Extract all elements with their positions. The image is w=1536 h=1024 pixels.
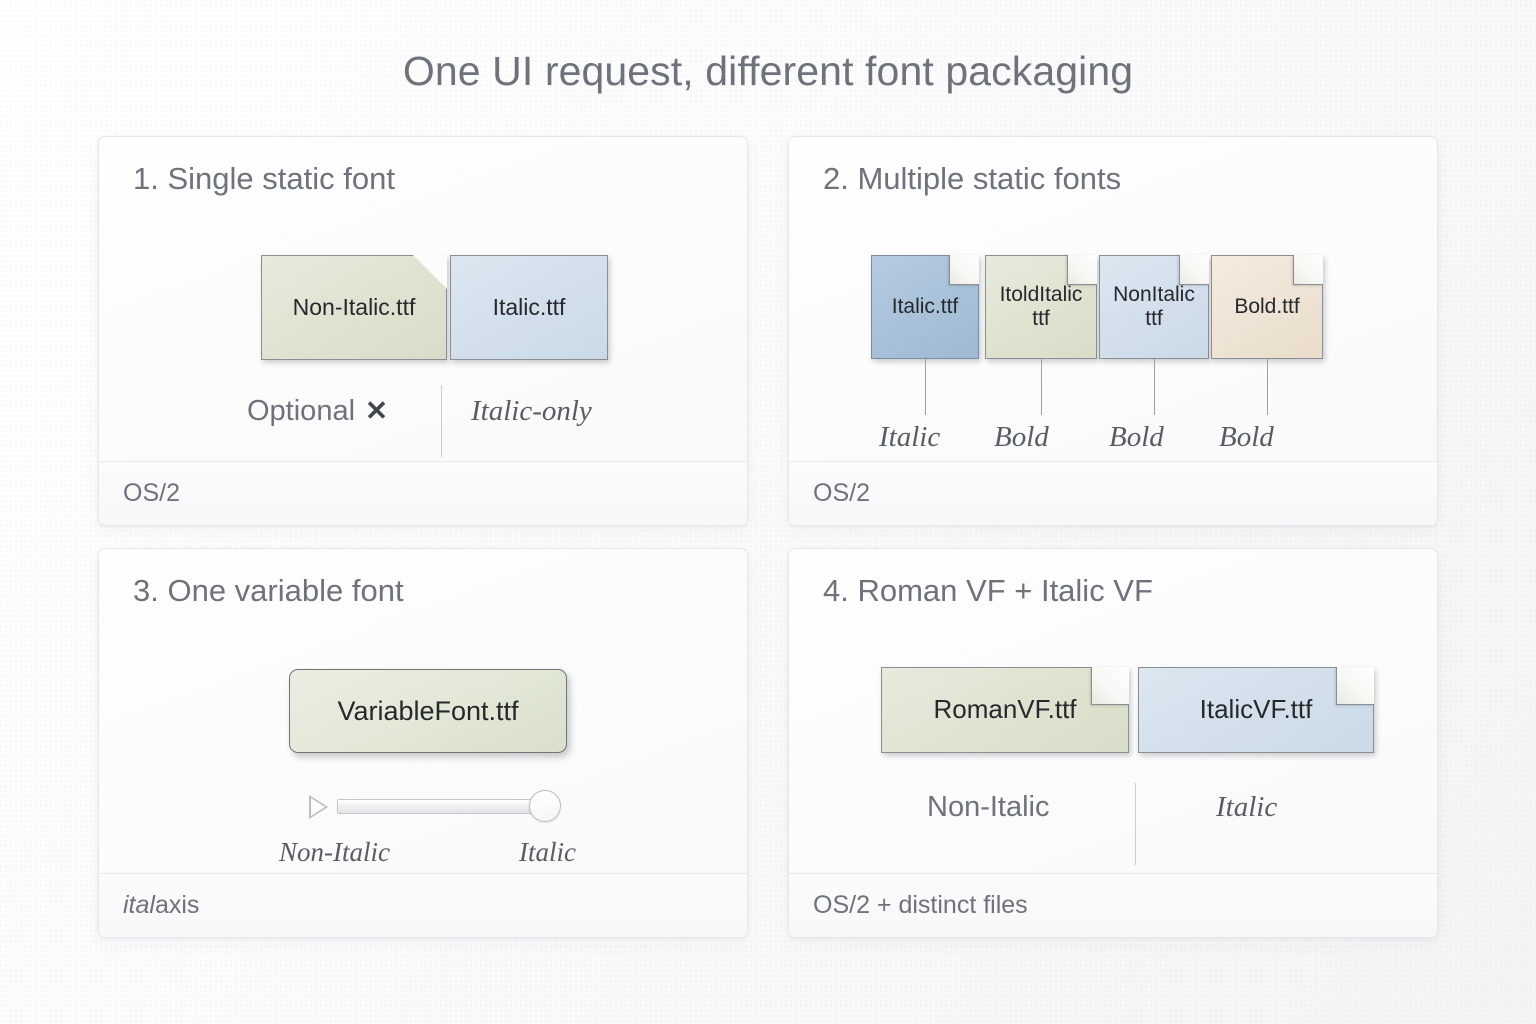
file-card-label: ItalicVF.ttf	[1199, 694, 1313, 725]
file-card-non-italic-ttf[interactable]: Non-Italic.ttf	[261, 255, 447, 360]
connector-label-bold: Bold	[1109, 421, 1164, 453]
page-fold-icon	[1336, 667, 1374, 705]
ital-axis-slider[interactable]	[301, 789, 567, 825]
play-triangle-inner	[311, 798, 325, 816]
file-card-variablefont-ttf[interactable]: VariableFont.ttf	[289, 669, 567, 753]
page-fold-icon	[1091, 667, 1129, 705]
file-card-label: Non-Italic.ttf	[292, 293, 416, 320]
file-card-label: Italic.ttf	[492, 293, 566, 320]
file-card-label: Italic.ttf	[891, 295, 959, 319]
panel-multiple-static-fonts: 2. Multiple static fonts Italic.ttf Ital…	[788, 136, 1438, 526]
connector-label-bold: Bold	[1219, 421, 1274, 453]
caption-divider	[441, 385, 442, 457]
connector-line	[925, 359, 926, 415]
panel-4-footer: OS/2 + distinct files	[789, 873, 1437, 937]
file-card-nonitalic-ttf[interactable]: NonItalic ttf	[1099, 255, 1209, 359]
caption-non-italic: Non-Italic	[927, 791, 1050, 823]
caption-optional: Optional ✕	[247, 395, 388, 428]
panel-1-footer: OS/2	[99, 461, 747, 525]
cross-icon: ✕	[365, 395, 389, 426]
caption-divider	[1135, 783, 1136, 865]
caption-optional-text: Optional	[247, 395, 356, 427]
panel-grid: 1. Single static font Non-Italic.ttf Ita…	[98, 136, 1438, 938]
panel-4-title: 4. Roman VF + Italic VF	[823, 573, 1153, 608]
file-card-label-line1: NonItalic	[1113, 283, 1195, 307]
panel-roman-vf-italic-vf: 4. Roman VF + Italic VF RomanVF.ttf Ital…	[788, 548, 1438, 938]
panel-3-footer: ital axis	[99, 873, 747, 937]
file-card-label: RomanVF.ttf	[933, 694, 1077, 725]
panel-one-variable-font: 3. One variable font VariableFont.ttf No…	[98, 548, 748, 938]
connector-line	[1041, 359, 1042, 415]
panel-1-title: 1. Single static font	[133, 161, 395, 196]
card-surface	[261, 255, 447, 360]
slider-track[interactable]	[337, 799, 549, 814]
file-card-romanvf-ttf[interactable]: RomanVF.ttf	[881, 667, 1129, 753]
slider-thumb[interactable]	[529, 790, 561, 822]
connector-line	[1267, 359, 1268, 415]
connector-label-bold: Bold	[994, 421, 1049, 453]
panel-3-body: 3. One variable font VariableFont.ttf No…	[99, 549, 747, 873]
connector-line	[1154, 359, 1155, 415]
page-title: One UI request, different font packaging	[402, 48, 1134, 94]
panel-1-footer-label: OS/2	[123, 479, 180, 507]
page-fold-icon	[1179, 255, 1209, 285]
file-card-label-line2: ttf	[1032, 307, 1050, 330]
page-fold-icon	[1293, 255, 1323, 285]
file-card-label: VariableFont.ttf	[337, 695, 519, 726]
slider-label-left: Non-Italic	[279, 837, 390, 867]
caption-italic-only: Italic-only	[471, 395, 592, 427]
file-card-italic-ttf[interactable]: Italic.ttf	[871, 255, 979, 359]
file-card-itolditalic-ttf[interactable]: ItoldItalic ttf	[985, 255, 1097, 359]
panel-4-body: 4. Roman VF + Italic VF RomanVF.ttf Ital…	[789, 549, 1437, 873]
file-card-label-line2: ttf	[1145, 307, 1163, 330]
file-card-bold-ttf[interactable]: Bold.ttf	[1211, 255, 1323, 359]
panel-3-footer-rest: axis	[154, 891, 200, 919]
file-card-italic-ttf[interactable]: Italic.ttf	[450, 255, 608, 360]
caption-italic: Italic	[1216, 791, 1278, 823]
file-card-label: Bold.ttf	[1234, 295, 1300, 319]
connector-label-italic: Italic	[879, 421, 941, 453]
panel-3-title: 3. One variable font	[133, 573, 404, 608]
slider-label-right: Italic	[519, 837, 576, 867]
panel-2-footer: OS/2	[789, 461, 1437, 525]
panel-single-static-font: 1. Single static font Non-Italic.ttf Ita…	[98, 136, 748, 526]
panel-2-title: 2. Multiple static fonts	[823, 161, 1122, 196]
file-card-italicvf-ttf[interactable]: ItalicVF.ttf	[1138, 667, 1374, 753]
page-fold-icon	[949, 255, 979, 285]
panel-3-footer-emphasis: ital	[123, 891, 155, 919]
panel-2-body: 2. Multiple static fonts Italic.ttf Ital…	[789, 137, 1437, 461]
page-fold-icon	[1067, 255, 1097, 285]
panel-4-footer-label: OS/2 + distinct files	[813, 891, 1028, 919]
file-card-label-line1: ItoldItalic	[999, 283, 1083, 307]
panel-1-body: 1. Single static font Non-Italic.ttf Ita…	[99, 137, 747, 461]
panel-2-footer-label: OS/2	[813, 479, 870, 507]
